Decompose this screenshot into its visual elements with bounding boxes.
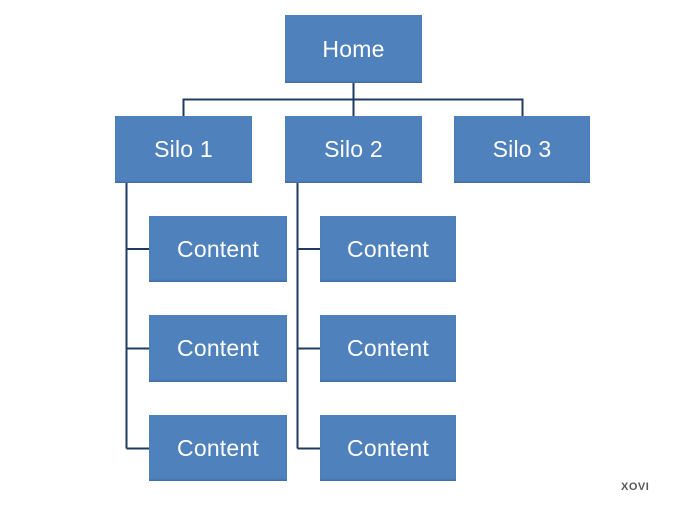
diagram-node-home: Home (285, 15, 422, 83)
diagram-node-silo2-content-1: Content (320, 216, 456, 282)
diagram-node-silo2: Silo 2 (285, 116, 422, 183)
xovi-watermark: XOVI (621, 481, 650, 493)
diagram-node-silo1-content-1: Content (149, 216, 287, 282)
diagram-node-silo3: Silo 3 (454, 116, 590, 183)
diagram-node-silo2-content-3: Content (320, 415, 456, 481)
diagram-node-silo1-content-3: Content (149, 415, 287, 481)
diagram-node-silo1-content-2: Content (149, 315, 287, 382)
diagram-node-silo2-content-2: Content (320, 315, 456, 382)
diagram-node-silo1: Silo 1 (115, 116, 252, 183)
